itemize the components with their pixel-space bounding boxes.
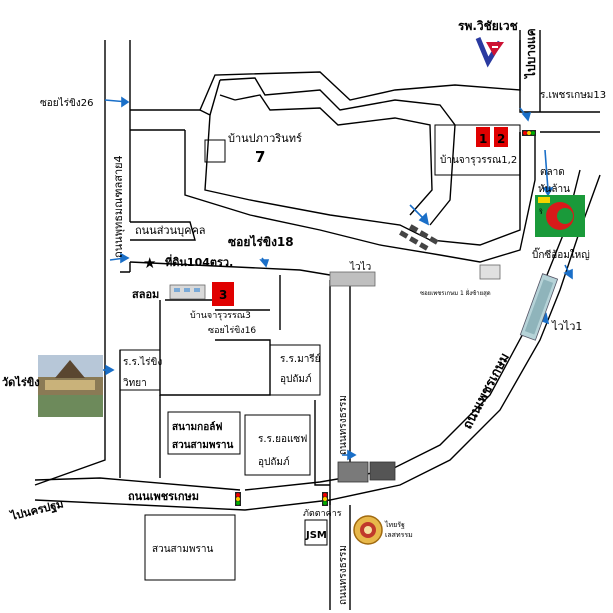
block-raiking-school (119, 349, 161, 391)
label-road-bottom-vert: ถนนทรงธรรม (338, 545, 349, 605)
label-land: ที่ดิน104ตรว. (165, 254, 233, 269)
road-private-curve (184, 130, 536, 263)
wat-raiking-photo (38, 355, 103, 417)
traffic-light-icon (322, 492, 328, 506)
hospital-logo-icon (475, 37, 504, 68)
label-school-joseph-2: อุปถัมภ์ (258, 456, 290, 468)
label-road-phetkasem-diag: ถนนเพชรเกษม (460, 351, 513, 432)
label-road-mid-vert: ถนนทรงธรรม (338, 395, 349, 455)
label-school-raiking-1: ร.ร.ไร่ขิง (123, 356, 162, 368)
waiwai-factory-icon (519, 273, 559, 341)
label-big-c-text: ริ (539, 208, 543, 216)
label-baan-paphawarin: บ้านปภาวรินทร์ (228, 132, 302, 145)
label-road-left: ถนนพุทธมณฑลสาย4 (112, 155, 125, 258)
road-phetkasem-bottom (34, 499, 246, 511)
label-school-mary-1: ร.ร.มารีย์ (280, 353, 321, 365)
road-right-vertical (519, 30, 600, 113)
block-joseph-school (244, 414, 311, 476)
label-seal-caption-1: ไทยรัฐ (384, 520, 405, 529)
label-soi-raiking18: ซอยไร่ขิง18 (228, 234, 294, 249)
big-c-logo-icon (535, 195, 585, 237)
label-seven: 7 (255, 148, 265, 166)
block-mary-school (269, 344, 321, 396)
label-wat-raiking: วัดไร่ขิง (2, 375, 40, 389)
label-road-phetkasem-bottom: ถนนเพชรเกษม (128, 490, 199, 503)
road-phetkasem-diagonal (244, 174, 601, 511)
label-waiwai1: ไวไว1 (551, 320, 582, 333)
label-school-joseph-1: ร.ร.ยอแซฟ (258, 434, 307, 445)
label-num-1: 1 (479, 132, 487, 146)
road-loop (219, 77, 456, 226)
label-soi-raiking16: ซอยไร่ขิง16 (208, 325, 256, 336)
label-baan-jaruwan12: บ้านจารุวรรณ1,2 (440, 154, 517, 166)
building-icon (337, 461, 369, 483)
label-market: ตลาด (540, 167, 565, 178)
block-samphran (144, 514, 236, 581)
label-school-raiking-2: วิทยา (123, 378, 147, 389)
blue-arrows (100, 96, 573, 461)
label-hospital: รพ.วิชัยเวช (458, 19, 518, 33)
block-jsm (304, 519, 328, 546)
label-golf-1: สนามกอล์ฟ (172, 421, 222, 433)
label-waiwai-top: ไวไว (349, 261, 371, 273)
building-icon (369, 461, 396, 481)
red-block-3 (212, 282, 234, 306)
label-golf-2: สวนสามพราน (172, 440, 233, 451)
small-building-icons (169, 224, 559, 483)
block-paphawarin-small (204, 139, 226, 163)
label-tops-sign: หันล้าน (538, 183, 570, 195)
label-suan-bukkhon: ถนนส่วนบุคคล (135, 224, 206, 237)
label-suan-samphran: สวนสามพราน (152, 544, 213, 555)
label-sign-small: ซอยเพชรเกษม 1 ฝั่งซ้ายสุด (420, 289, 491, 297)
traffic-light-icon (235, 492, 241, 506)
arrow-icon (544, 149, 549, 191)
road-left-vertical (34, 40, 106, 486)
road-top-horizontal (130, 40, 521, 111)
row-houses-icon (399, 224, 439, 251)
seal-logo-icon (353, 515, 383, 545)
star-icon: ★ (143, 254, 156, 272)
label-num-2: 2 (497, 132, 505, 146)
label-big-c-yai: บิ๊กซีอ้อมใหญ่ (532, 247, 590, 261)
label-pharmacy: ภัตตาคาร (303, 509, 342, 519)
traffic-light-icon (522, 130, 536, 136)
label-to-bangkhae: ไปบางแค (523, 28, 538, 80)
label-sa-lom: สลอม (132, 288, 159, 301)
block-jaruwan12 (434, 124, 521, 176)
label-seal-caption-2: เลสทรรม (385, 531, 413, 539)
label-jsm: JSM (305, 530, 327, 541)
label-baan-jaruwan3: บ้านจารุวรรณ3 (190, 310, 251, 321)
label-num-3: 3 (219, 288, 227, 302)
red-block-2 (494, 127, 508, 147)
label-school-mary-2: อุปถัมภ์ (280, 373, 312, 385)
red-block-1 (476, 127, 490, 147)
label-soi-raiking26: ซอยไร่ขิง26 (40, 97, 94, 109)
building-icon (479, 264, 501, 280)
label-phetkasem13: ร.เพชรเกษม13 (540, 90, 606, 101)
building-icon (329, 271, 376, 287)
road-network (34, 30, 601, 610)
map-labels: รพ.วิชัยเวช ไปบางแค ซอยไร่ขิง26 ถนนพุทธม… (2, 19, 606, 605)
buildings (119, 124, 521, 581)
block-golf (167, 411, 241, 455)
